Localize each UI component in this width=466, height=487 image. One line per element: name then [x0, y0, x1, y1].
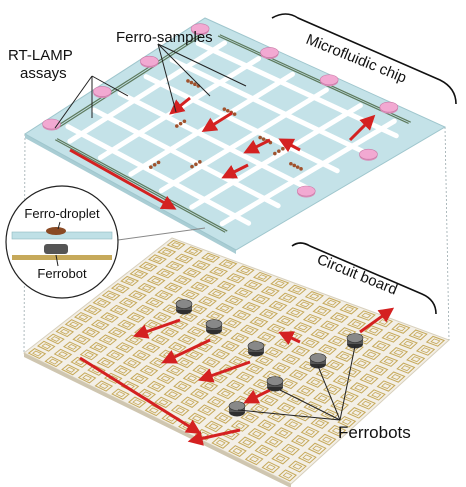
ferrobot: [347, 334, 363, 343]
ferro-sample: [277, 149, 281, 153]
ferro-sample: [262, 137, 266, 141]
ferro-sample: [258, 136, 262, 140]
ferro-sample: [198, 160, 202, 164]
ferro-sample: [289, 162, 293, 166]
ferro-sample: [193, 82, 197, 86]
ferro-sample: [157, 161, 161, 165]
reservoir: [260, 47, 278, 57]
ferro-sample: [186, 79, 190, 83]
inset-circle: [6, 186, 118, 298]
ferro-samples-label: Ferro-samples: [116, 29, 213, 46]
reservoir: [380, 102, 398, 112]
ferro-sample: [190, 165, 194, 169]
rt-lamp-label-line1: RT-LAMP: [8, 47, 73, 64]
ferrobot: [267, 377, 283, 386]
ferro-sample: [194, 162, 198, 166]
ferro-sample: [292, 164, 296, 168]
circuit-board-label: Circuit board: [315, 251, 400, 299]
ferro-sample: [223, 107, 227, 111]
ferro-droplet-label: Ferro-droplet: [24, 206, 100, 221]
inset-ferrobot-body: [44, 244, 68, 254]
reservoir: [359, 149, 377, 159]
ferrobots-label: Ferrobots: [338, 423, 411, 442]
reservoir: [93, 86, 111, 96]
ferro-sample: [296, 165, 300, 169]
ferro-sample: [273, 152, 277, 156]
ferrobot: [176, 300, 192, 309]
ferro-sample: [153, 163, 157, 167]
ferro-sample: [183, 119, 187, 123]
ferro-sample: [190, 81, 194, 85]
reservoir: [320, 75, 338, 85]
ferro-sample: [175, 124, 179, 128]
inset-board-slab: [12, 255, 112, 260]
reservoir: [140, 56, 158, 66]
ferrobot: [310, 354, 326, 363]
ferro-sample: [233, 112, 237, 116]
ferro-sample: [149, 165, 153, 169]
ferro-sample: [226, 109, 230, 113]
ferro-sample: [179, 122, 183, 126]
rt-lamp-label-line2: assays: [20, 65, 67, 82]
ferro-sample: [281, 147, 285, 151]
ferrobot: [229, 402, 245, 411]
inset-leader: [118, 228, 205, 240]
ferro-sample: [299, 167, 303, 171]
inset-ferro-droplet: [46, 227, 66, 235]
ferrobot: [206, 320, 222, 329]
ferrobot-inset-label: Ferrobot: [37, 266, 87, 281]
reservoir: [297, 186, 315, 196]
ferrobot: [248, 342, 264, 351]
